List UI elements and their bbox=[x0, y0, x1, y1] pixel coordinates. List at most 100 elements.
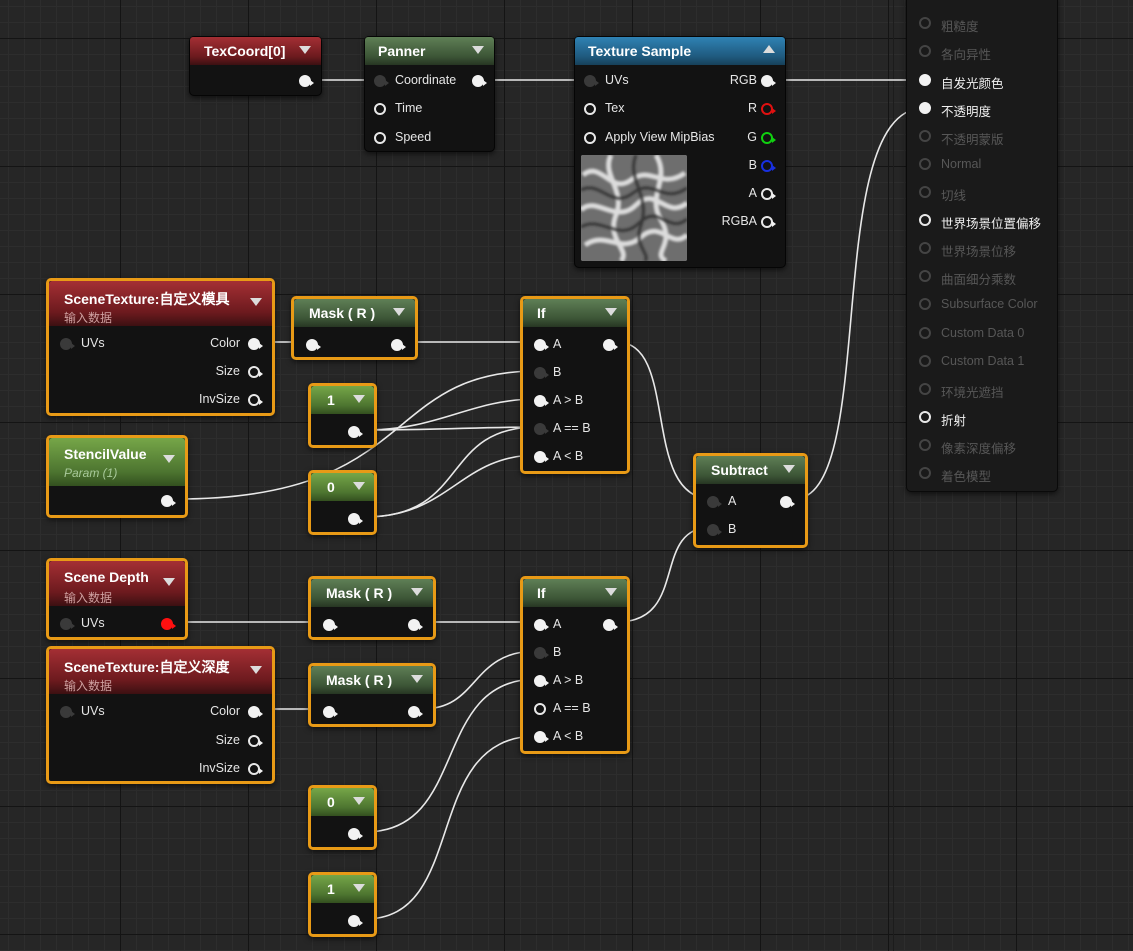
input-pin-a[interactable] bbox=[534, 619, 549, 631]
chevron-down-icon[interactable] bbox=[411, 588, 423, 596]
input-pin[interactable] bbox=[323, 706, 338, 718]
input-pin-agtb[interactable] bbox=[534, 675, 549, 687]
input-pin-uvs[interactable] bbox=[60, 706, 75, 718]
pin-circle-icon[interactable] bbox=[919, 130, 931, 142]
pin-circle-icon[interactable] bbox=[919, 242, 931, 254]
pin-circle-icon[interactable] bbox=[919, 383, 931, 395]
output-pin[interactable] bbox=[348, 513, 363, 525]
material-input-world-position-offset[interactable]: 世界场景位置偏移 bbox=[919, 211, 1059, 231]
material-input-pixel-depth-offset[interactable]: 像素深度偏移 bbox=[919, 436, 1059, 456]
material-input-refraction[interactable]: 折射 bbox=[919, 408, 1059, 428]
material-input-opacity-mask[interactable]: 不透明蒙版 bbox=[919, 127, 1059, 147]
output-pin-size[interactable] bbox=[248, 735, 263, 747]
input-pin-mipbias[interactable] bbox=[584, 132, 596, 144]
pin-circle-icon[interactable] bbox=[919, 45, 931, 57]
input-pin-tex[interactable] bbox=[584, 103, 596, 115]
node-if-2[interactable]: If A B A > B A == B A < B bbox=[520, 576, 630, 754]
node-scene-texture-depth[interactable]: SceneTexture:自定义深度 输入数据 UVs Color Size I… bbox=[46, 646, 275, 784]
node-constant-1b[interactable]: 1 bbox=[308, 872, 377, 937]
input-pin-altb[interactable] bbox=[534, 731, 549, 743]
pin-circle-icon[interactable] bbox=[919, 439, 931, 451]
material-input-roughness[interactable]: 粗糙度 bbox=[919, 14, 1059, 34]
material-input-world-displacement[interactable]: 世界场景位移 bbox=[919, 239, 1059, 259]
input-pin-a[interactable] bbox=[707, 496, 722, 508]
chevron-down-icon[interactable] bbox=[783, 465, 795, 473]
input-pin-b[interactable] bbox=[707, 524, 722, 536]
output-pin[interactable] bbox=[472, 75, 487, 87]
node-panner[interactable]: Panner Coordinate Time Speed bbox=[364, 36, 495, 152]
node-scene-texture-stencil[interactable]: SceneTexture:自定义模具 输入数据 UVs Color Size I… bbox=[46, 278, 275, 416]
node-texture-sample[interactable]: Texture Sample UVs Tex Apply View MipBia… bbox=[574, 36, 786, 268]
chevron-down-icon[interactable] bbox=[353, 884, 365, 892]
input-pin-coordinate[interactable] bbox=[374, 75, 389, 87]
output-pin-a[interactable] bbox=[761, 188, 776, 200]
pin-circle-icon[interactable] bbox=[919, 298, 931, 310]
output-pin[interactable] bbox=[161, 618, 176, 630]
output-pin-r[interactable] bbox=[761, 103, 776, 115]
output-pin[interactable] bbox=[348, 828, 363, 840]
output-pin-size[interactable] bbox=[248, 366, 263, 378]
node-constant-1a[interactable]: 1 bbox=[308, 383, 377, 448]
input-pin-aeqb[interactable] bbox=[534, 423, 549, 435]
pin-circle-icon[interactable] bbox=[919, 355, 931, 367]
chevron-down-icon[interactable] bbox=[250, 666, 262, 674]
input-pin-agtb[interactable] bbox=[534, 395, 549, 407]
material-input-tessellation-multiplier[interactable]: 曲面细分乘数 bbox=[919, 267, 1059, 287]
input-pin-altb[interactable] bbox=[534, 451, 549, 463]
material-input-subsurface-color[interactable]: Subsurface Color bbox=[919, 295, 1059, 315]
material-input-tangent[interactable]: 切线 bbox=[919, 183, 1059, 203]
node-mask-r-2[interactable]: Mask ( R ) bbox=[308, 576, 436, 640]
input-pin-b[interactable] bbox=[534, 647, 549, 659]
output-pin-g[interactable] bbox=[761, 132, 776, 144]
node-mask-r-1[interactable]: Mask ( R ) bbox=[291, 296, 418, 360]
output-pin-rgb[interactable] bbox=[761, 75, 776, 87]
node-mask-r-3[interactable]: Mask ( R ) bbox=[308, 663, 436, 727]
pin-circle-icon[interactable] bbox=[919, 270, 931, 282]
pin-circle-icon[interactable] bbox=[919, 74, 931, 86]
chevron-down-icon[interactable] bbox=[250, 298, 262, 306]
output-pin[interactable] bbox=[408, 706, 423, 718]
output-pin[interactable] bbox=[391, 339, 406, 351]
material-input-custom-data-1[interactable]: Custom Data 1 bbox=[919, 352, 1059, 372]
output-pin[interactable] bbox=[161, 495, 176, 507]
input-pin-uvs[interactable] bbox=[60, 338, 75, 350]
pin-circle-icon[interactable] bbox=[919, 102, 931, 114]
material-input-custom-data-0[interactable]: Custom Data 0 bbox=[919, 324, 1059, 344]
output-pin[interactable] bbox=[780, 496, 795, 508]
output-pin-color[interactable] bbox=[248, 706, 263, 718]
chevron-up-icon[interactable] bbox=[763, 45, 775, 53]
node-subtract[interactable]: Subtract A B bbox=[693, 453, 808, 548]
chevron-down-icon[interactable] bbox=[353, 482, 365, 490]
output-pin-b[interactable] bbox=[761, 160, 776, 172]
chevron-down-icon[interactable] bbox=[411, 675, 423, 683]
pin-circle-icon[interactable] bbox=[919, 214, 931, 226]
input-pin-b[interactable] bbox=[534, 367, 549, 379]
chevron-down-icon[interactable] bbox=[605, 588, 617, 596]
output-pin-rgba[interactable] bbox=[761, 216, 776, 228]
material-input-shading-model[interactable]: 着色模型 bbox=[919, 464, 1059, 484]
node-if-1[interactable]: If A B A > B A == B A < B bbox=[520, 296, 630, 474]
material-input-ambient-occlusion[interactable]: 环境光遮挡 bbox=[919, 380, 1059, 400]
node-stencil-value-param[interactable]: StencilValue Param (1) bbox=[46, 435, 188, 518]
input-pin-aeqb[interactable] bbox=[534, 703, 546, 715]
material-input-emissive[interactable]: 自发光颜色 bbox=[919, 71, 1059, 91]
material-input-opacity[interactable]: 不透明度 bbox=[919, 99, 1059, 119]
input-pin-uvs[interactable] bbox=[584, 75, 599, 87]
pin-circle-icon[interactable] bbox=[919, 411, 931, 423]
chevron-down-icon[interactable] bbox=[163, 578, 175, 586]
input-pin[interactable] bbox=[323, 619, 338, 631]
node-constant-0a[interactable]: 0 bbox=[308, 470, 377, 535]
output-pin[interactable] bbox=[603, 619, 618, 631]
pin-circle-icon[interactable] bbox=[919, 158, 931, 170]
output-pin[interactable] bbox=[408, 619, 423, 631]
output-pin-invsize[interactable] bbox=[248, 763, 263, 775]
input-pin-time[interactable] bbox=[374, 103, 386, 115]
chevron-down-icon[interactable] bbox=[472, 46, 484, 54]
chevron-down-icon[interactable] bbox=[299, 46, 311, 54]
chevron-down-icon[interactable] bbox=[353, 797, 365, 805]
node-scene-depth[interactable]: Scene Depth 输入数据 UVs bbox=[46, 558, 188, 640]
node-constant-0b[interactable]: 0 bbox=[308, 785, 377, 850]
node-texcoord[interactable]: TexCoord[0] bbox=[189, 36, 322, 96]
pin-circle-icon[interactable] bbox=[919, 467, 931, 479]
chevron-down-icon[interactable] bbox=[605, 308, 617, 316]
